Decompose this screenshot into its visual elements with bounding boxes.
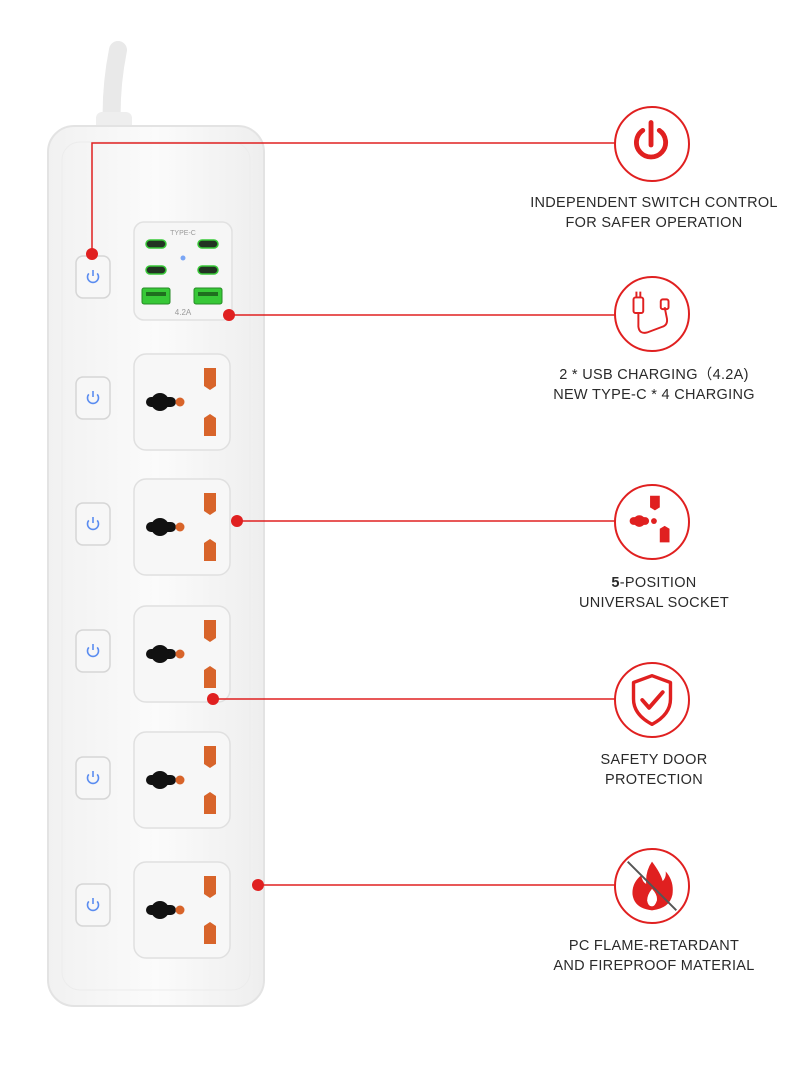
feature-caption: PC FLAME-RETARDANT AND FIREPROOF MATERIAL	[520, 936, 788, 976]
callout-dot	[231, 515, 243, 527]
callout-line	[91, 142, 616, 254]
usb-panel-top-label: TYPE-C	[170, 230, 196, 237]
caption-segment: 5	[611, 575, 620, 591]
callout-dot	[223, 309, 235, 321]
universal-socket[interactable]	[133, 861, 231, 959]
caption-line: SAFETY DOOR	[600, 752, 708, 768]
switch-button[interactable]	[75, 629, 111, 673]
universal-socket[interactable]	[133, 731, 231, 829]
switch-button[interactable]	[75, 255, 111, 299]
caption-line: PC FLAME-RETARDANT	[568, 938, 740, 954]
type-c-port[interactable]	[197, 239, 219, 249]
callout-dot	[86, 248, 98, 260]
caption-line: 2 * USB CHARGING（4.2A)	[559, 367, 749, 383]
switch-button[interactable]	[75, 502, 111, 546]
switch-button[interactable]	[75, 756, 111, 800]
universal-socket-icon	[614, 484, 690, 560]
caption-line: AND FIREPROOF MATERIAL	[553, 958, 755, 974]
feature-caption: 5-POSITION UNIVERSAL SOCKET	[520, 573, 788, 613]
type-c-port[interactable]	[197, 265, 219, 275]
universal-socket[interactable]	[133, 353, 231, 451]
type-c-port[interactable]	[145, 239, 167, 249]
power-icon	[614, 106, 690, 182]
callout-dot	[252, 879, 264, 891]
no-fire-icon	[614, 848, 690, 924]
indicator-led	[180, 255, 186, 261]
power-led-icon	[86, 644, 100, 658]
universal-socket[interactable]	[133, 478, 231, 576]
caption-line: INDEPENDENT SWITCH CONTROL	[530, 195, 778, 211]
power-led-icon	[86, 898, 100, 912]
callout-dot	[207, 693, 219, 705]
caption-line: UNIVERSAL SOCKET	[520, 593, 788, 613]
caption-segment: -POSITION	[619, 575, 697, 591]
usb-cable-icon	[614, 276, 690, 352]
type-c-port[interactable]	[145, 265, 167, 275]
caption-line: 5-POSITION	[520, 573, 788, 593]
power-led-icon	[86, 771, 100, 785]
strip-inner-edge	[61, 141, 251, 991]
feature-caption: SAFETY DOOR PROTECTION	[520, 750, 788, 790]
feature-caption: 2 * USB CHARGING（4.2A) NEW TYPE-C * 4 CHA…	[520, 365, 788, 405]
universal-socket[interactable]	[133, 605, 231, 703]
caption-segment: UNIVERSAL SOCKET	[578, 595, 730, 611]
usb-panel-bottom-label: 4.2A	[175, 308, 192, 317]
switch-button[interactable]	[75, 376, 111, 420]
power-led-icon	[86, 270, 100, 284]
shield-check-icon	[614, 662, 690, 738]
caption-line: PROTECTION	[604, 772, 704, 788]
caption-line: NEW TYPE-C * 4 CHARGING	[553, 387, 755, 403]
power-led-icon	[86, 391, 100, 405]
switch-button[interactable]	[75, 883, 111, 927]
feature-caption: INDEPENDENT SWITCH CONTROL FOR SAFER OPER…	[520, 193, 788, 233]
caption-line: FOR SAFER OPERATION	[565, 215, 743, 231]
power-led-icon	[86, 517, 100, 531]
usb-panel: TYPE-C 4.2A	[133, 221, 233, 321]
